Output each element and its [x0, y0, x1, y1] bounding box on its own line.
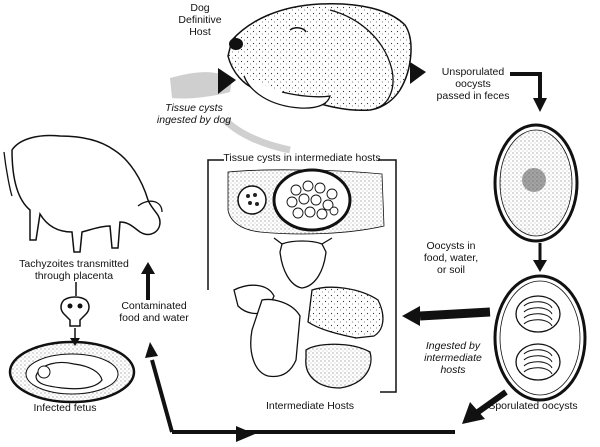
arrow-into-dog — [218, 68, 236, 94]
arrow-to-contaminated — [145, 342, 158, 358]
ingestion-trail — [222, 117, 291, 154]
intermediate-bracket — [378, 159, 397, 393]
arrow-sporulated-down — [462, 402, 485, 424]
arrow-to-oocyst — [533, 98, 547, 112]
arrow-to-cow — [141, 262, 155, 274]
label-sporulated-oocysts: Sporulated oocysts — [488, 400, 578, 412]
label-infected-fetus: Infected fetus — [33, 402, 97, 414]
uterus-icon — [60, 296, 90, 327]
intermediate-host-animals — [233, 237, 384, 389]
infected-fetus-illustration — [8, 340, 136, 404]
arrow-bottom-left — [236, 426, 255, 442]
arrow-to-sporulated — [533, 260, 547, 272]
label-tissue-cysts-intermediate: Tissue cysts in intermediate hosts — [223, 152, 381, 164]
arrow-to-intermediate — [402, 306, 420, 326]
tissue-cyst-illustration — [227, 168, 385, 235]
path-diagonal — [150, 359, 174, 433]
path-feces — [510, 72, 542, 100]
path-sporulated-down — [476, 389, 508, 415]
intermediate-bracket-left — [207, 159, 224, 290]
unsporulated-oocyst — [493, 123, 579, 243]
sporulated-oocyst — [493, 274, 587, 402]
ingestion-shadow — [170, 72, 232, 99]
label-intermediate-hosts: Intermediate Hosts — [265, 400, 355, 412]
arrow-out-of-dog — [410, 62, 426, 84]
dog-illustration — [227, 2, 412, 112]
cow-illustration — [3, 134, 163, 253]
path-to-intermediate — [419, 307, 491, 321]
